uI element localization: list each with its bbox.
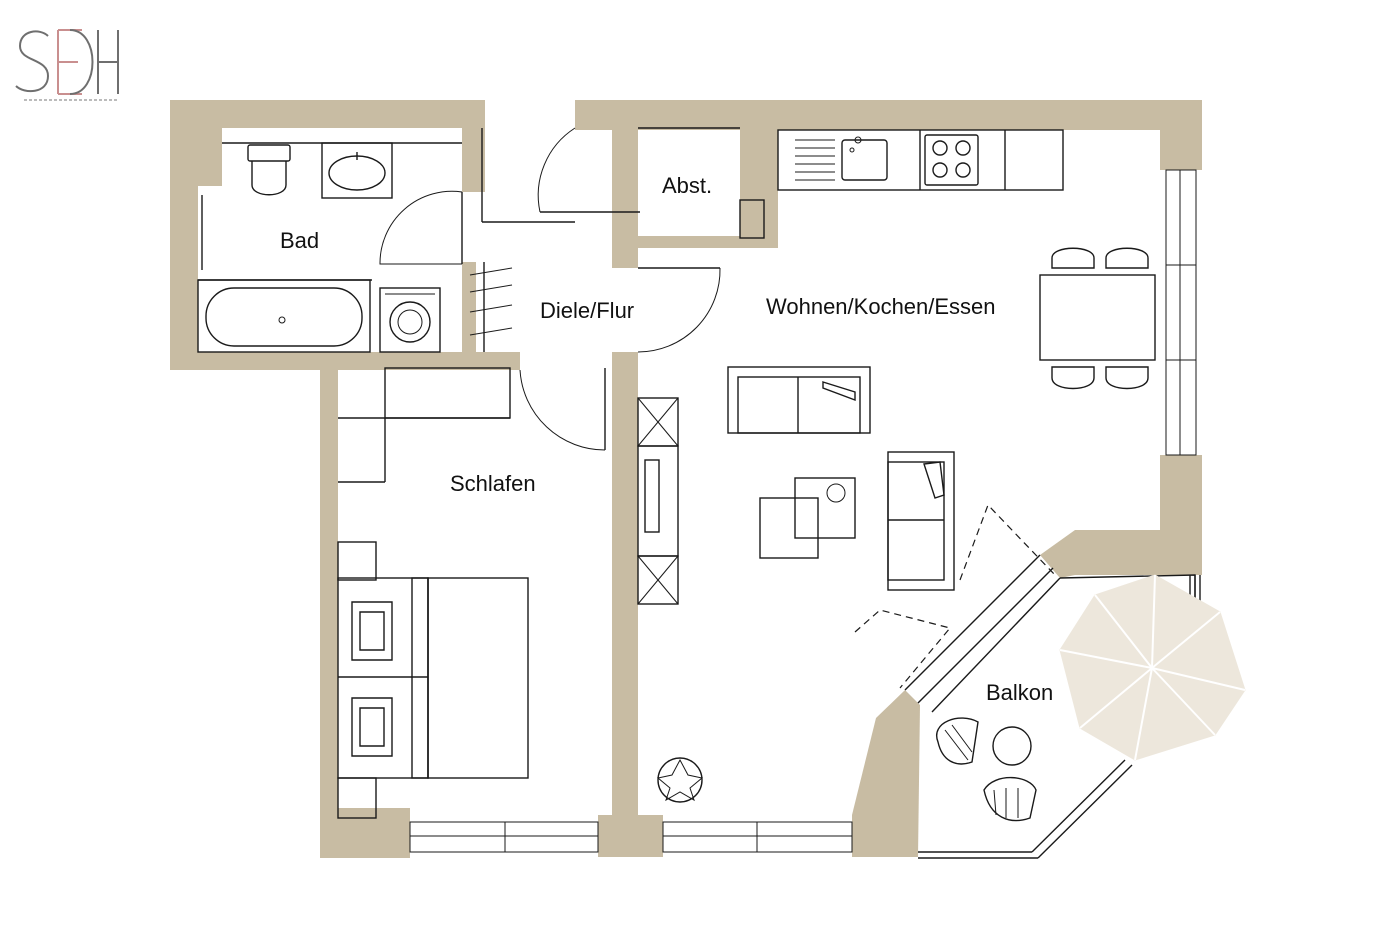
kitchen-sink-icon [795,136,888,181]
walls [170,100,1202,858]
toilet-icon [247,144,291,196]
entrance-door [481,127,640,223]
balcony-door-swing [854,503,1056,689]
room-label-schlafen: Schlafen [450,471,536,496]
living-room-door [637,267,721,353]
coffee-table-icon [759,477,856,559]
storage-room [638,127,765,239]
sink-icon [321,142,393,199]
tv-cabinet-icon [637,397,679,605]
room-label-abstellraum: Abst. [662,173,712,198]
windows [409,169,1197,853]
double-bed-icon [337,541,529,819]
company-logo [15,29,119,101]
plant-icon [656,757,704,803]
balcony-chair-icon [935,717,1037,822]
kitchen [777,129,1064,191]
chair-icon [1051,247,1149,390]
room-label-wohnen: Wohnen/Kochen/Essen [766,294,996,319]
balcony-table-icon [992,726,1032,766]
room-label-bad: Bad [280,228,319,253]
pillow-icon [351,601,393,757]
dining-area [1039,247,1156,390]
dining-table-icon [1039,274,1156,361]
bathtub-icon [197,279,371,353]
washing-machine-icon [379,287,441,353]
room-label-balkon: Balkon [986,680,1053,705]
armchair-icon [887,451,955,591]
bathroom-fixtures [197,142,463,353]
room-label-diele: Diele/Flur [540,298,634,323]
coat-rack-icon [469,262,513,352]
bedroom-door [519,368,606,451]
parasol-icon [1059,574,1246,761]
sofa-icon [727,366,871,434]
wardrobe-icon [338,367,511,483]
stove-icon [924,134,979,186]
